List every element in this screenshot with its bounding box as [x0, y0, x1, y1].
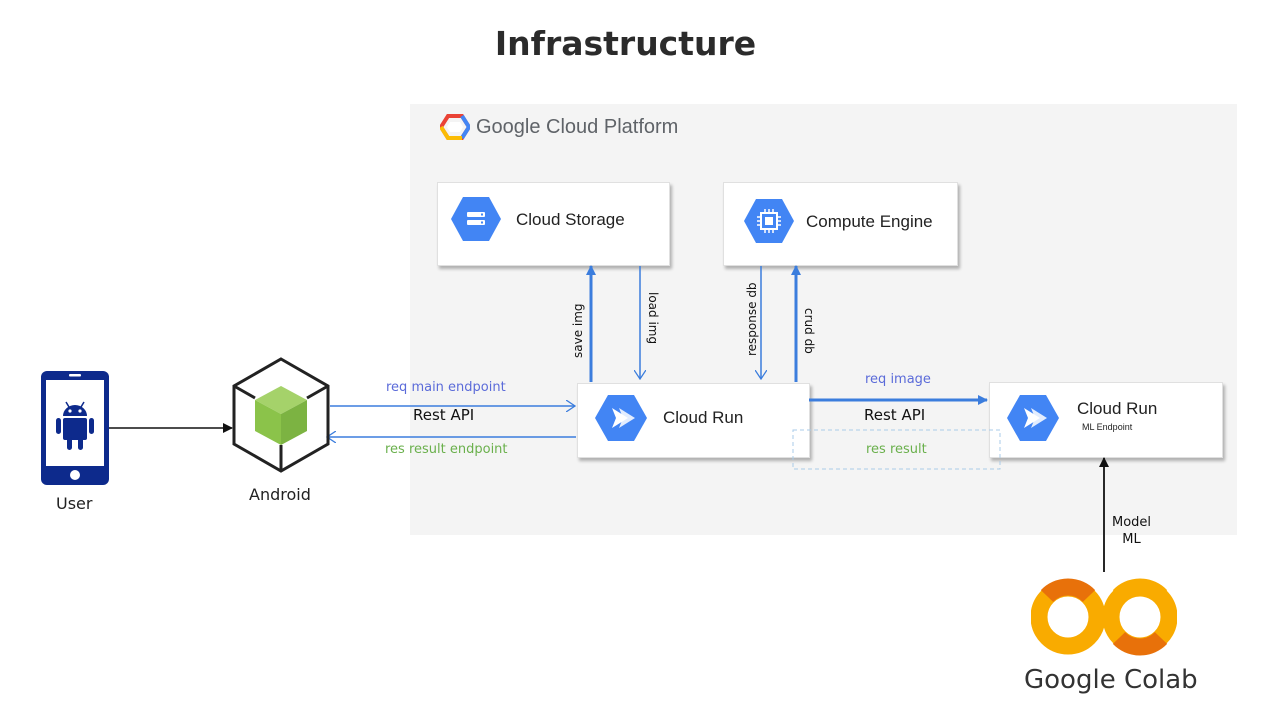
label-req-image: req image: [865, 372, 931, 387]
diagram-title: Infrastructure: [494, 24, 757, 63]
gcp-logo-icon: [440, 114, 470, 140]
colab-logo-icon: [1031, 578, 1177, 656]
user-label: User: [56, 494, 93, 513]
cloud-storage-icon: [451, 197, 501, 241]
cloud-storage-label: Cloud Storage: [516, 210, 625, 229]
compute-engine-label: Compute Engine: [806, 212, 933, 231]
cloud-run-main-icon: [595, 395, 647, 441]
label-response-db: response db: [745, 282, 759, 356]
label-model-ml-line1: Model: [1112, 515, 1152, 530]
android-robot-icon: [56, 401, 94, 450]
label-res-result: res result: [866, 442, 927, 457]
android-label: Android: [249, 485, 311, 504]
label-model-ml: Model ML: [1112, 514, 1151, 548]
label-res-result-endpoint: res result endpoint: [385, 442, 508, 457]
android-cube-icon: [232, 357, 330, 473]
compute-engine-icon: [744, 199, 794, 243]
label-model-ml-line2: ML: [1122, 532, 1141, 547]
label-load-img: load img: [646, 292, 660, 345]
label-save-img: save img: [571, 303, 585, 358]
cloud-run-ml-icon: [1007, 395, 1059, 441]
edge-res-result-box: [792, 429, 1001, 470]
colab-label: Google Colab: [1024, 665, 1198, 695]
phone-icon: [41, 371, 109, 485]
cloud-run-main-label: Cloud Run: [663, 408, 744, 427]
label-crud-db: crud db: [802, 308, 816, 354]
gcp-logo-text: Google Cloud Platform: [476, 116, 679, 138]
label-rest-api-1: Rest API: [413, 406, 475, 424]
cloud-run-ml-sublabel: ML Endpoint: [1082, 422, 1133, 432]
label-req-main: req main endpoint: [386, 380, 506, 395]
cloud-run-ml-label: Cloud Run: [1077, 399, 1158, 418]
label-rest-api-2: Rest API: [864, 406, 926, 424]
